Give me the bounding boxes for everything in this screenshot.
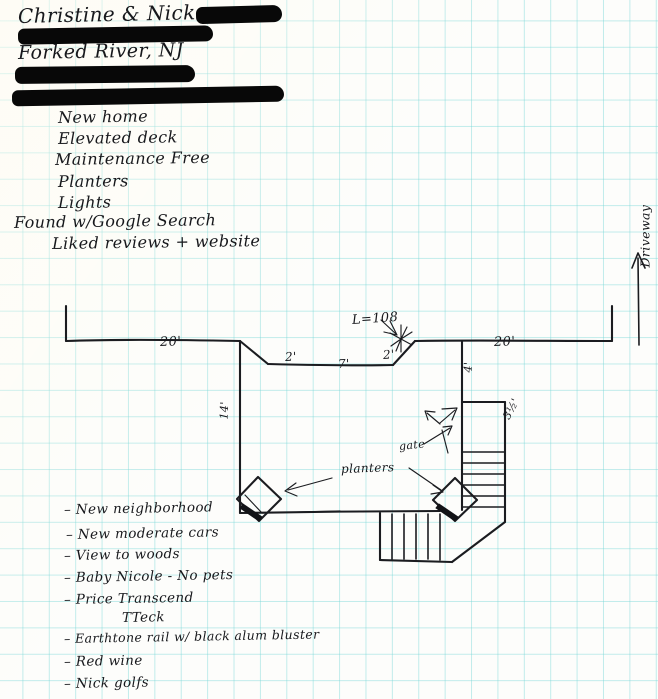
notes-item-5: TTeck [122,609,165,626]
notes-bullet-4: – [63,591,76,608]
dimension-left-step: 2' [284,349,298,364]
notes-item-6: – Earthtone rail w/ black alum bluster [64,627,320,646]
stairs-bottom [391,513,441,561]
notes-item-3: – Baby Nicole - No pets [64,567,234,586]
notes-text-4: Price Transcend [75,589,194,608]
notes-text-7: Red wine [75,652,143,670]
planter-right-icon [431,476,479,523]
dimension-left-vertical: 14' [217,401,232,420]
redaction-bar-1 [195,4,283,25]
notes-text-6: Earthtone rail w/ black alum bluster [74,626,320,646]
notes-bullet-7: – [63,653,76,670]
wants-item-4: Lights [57,192,112,212]
wants-item-3: Planters [57,171,129,191]
dimension-inner-vertical: 4' [461,361,475,373]
notes-text-8: Nick golfs [75,674,150,692]
driveway-label-text: Driveway [637,204,653,268]
wants-item-0: New home [57,106,149,127]
dimension-stair-vertical: 3½' [500,396,523,422]
notes-bullet-0: – [63,501,76,518]
dimension-right-span: 20' [493,334,516,350]
lead-source-detail: Liked reviews + website [51,231,261,253]
redaction-bar-4 [11,85,285,107]
notes-item-0: – New neighborhood [64,499,213,518]
notes-bullet-3: – [63,569,76,586]
notes-text-3: Baby Nicole - No pets [75,567,234,586]
dimension-left-span: 20' [159,334,182,350]
notes-text-2: View to woods [75,545,181,564]
planter-left-icon [235,475,283,523]
notes-pointer-line [244,494,341,514]
notes-item-4: – Price Transcend [64,590,194,608]
deck-body-outline [238,339,507,564]
gate-callout-arrows [423,407,458,454]
planters-callout-arrow-right [408,467,444,495]
notes-text-5: TTeck [121,609,166,626]
redaction-bar-3 [14,65,196,84]
notes-text-0: New neighborhood [75,499,214,518]
notes-item-8: – Nick golfs [64,675,149,692]
planters-callout-arrow-left [284,477,333,497]
notes-item-1: – New moderate cars [66,524,219,543]
notes-bullet-2: – [63,547,76,564]
lead-source-found: Found w/Google Search [13,210,217,232]
wants-item-1: Elevated deck [57,127,178,148]
wants-item-2: Maintenance Free [54,147,211,169]
notes-bullet-6: – [63,630,76,646]
client-location: Forked River, NJ [17,39,184,64]
notes-bullet-1: – [65,526,78,543]
client-names: Christine & Nick [17,0,196,28]
dimension-right-step: 2' [382,347,396,362]
notes-item-2: – View to woods [64,546,180,564]
driveway-label: Driveway [638,205,658,275]
stairs-right [461,451,506,508]
notes-text-1: New moderate cars [77,524,220,543]
notes-bullet-8: – [63,675,76,692]
callout-gate: gate [398,437,426,453]
elevation-note: L=108 [351,309,399,328]
dimension-center-span: 7' [337,356,350,371]
callout-planters: planters [340,460,395,476]
notes-item-7: – Red wine [64,653,143,670]
